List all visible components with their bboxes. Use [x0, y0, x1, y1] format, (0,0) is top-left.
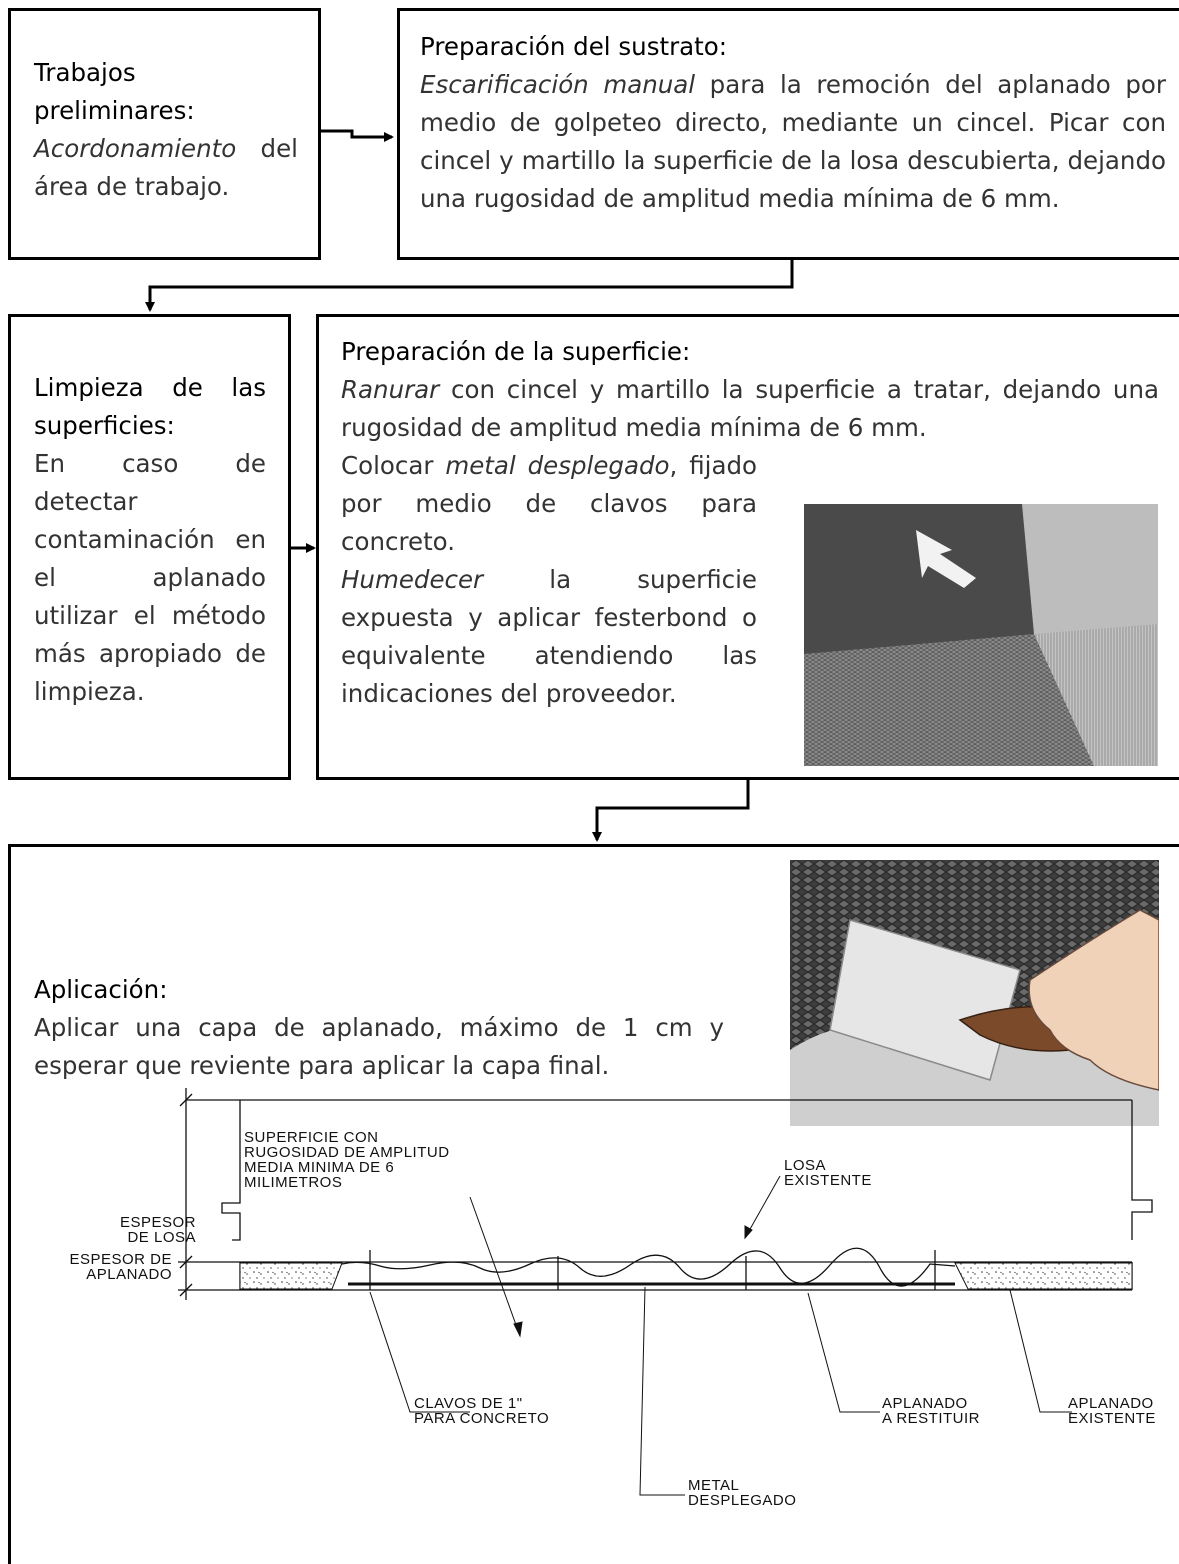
label-clavos-l1: CLAVOS DE 1" [414, 1395, 523, 1412]
arrow-box2-to-box3 [145, 258, 794, 312]
box4-title-line: Preparación de la superficie: [341, 333, 690, 371]
label-espesor-losa-l2: DE LOSA [127, 1229, 196, 1246]
label-losa-l2: EXISTENTE [784, 1172, 872, 1189]
box4-p3-rest: la superficie expuesta y aplicar festerb… [341, 565, 757, 708]
box-limpieza-superficies [8, 314, 291, 780]
box4-p2-rest: , fijado por medio de clavos para concre… [341, 451, 757, 556]
label-aplanado-existente: APLANADO EXISTENTE [1068, 1396, 1156, 1426]
box5-body-text: Aplicar una capa de aplanado, máximo de … [34, 1013, 724, 1080]
box2-title: Preparación del sustrato: [420, 32, 728, 61]
box4-title: Preparación de la superficie: [341, 337, 691, 366]
label-superficie-l4: MILIMETROS [244, 1174, 343, 1191]
box4-p2-item: metal desplegado [445, 451, 670, 480]
label-restituir-l1: APLANADO [882, 1395, 968, 1412]
hand [1028, 909, 1159, 1091]
metal-desplegado-photo [804, 504, 1158, 766]
box4-p3-item: Humedecer [341, 565, 484, 594]
label-superficie-l3: MEDIA MINIMA DE 6 [244, 1159, 395, 1176]
box5-title: Aplicación: [34, 975, 168, 1004]
label-losa-l1: LOSA [784, 1157, 827, 1174]
label-superficie-l2: RUGOSIDAD DE AMPLITUD [244, 1144, 450, 1161]
label-superficie-l1: SUPERFICIE CON [244, 1129, 379, 1146]
box4-p1: Ranurar con cincel y martillo la superfi… [341, 371, 1159, 447]
box3-title: Limpieza de las superficies: [34, 373, 266, 440]
label-superficie: SUPERFICIE CON RUGOSIDAD DE AMPLITUD MED… [244, 1130, 450, 1190]
label-aplanado-restituir: APLANADO A RESTITUIR [882, 1396, 980, 1426]
box4-p2-pre: Colocar [341, 451, 446, 480]
box3-text: Limpieza de las superficies: En caso de … [34, 369, 266, 711]
box5-body: Aplicar una capa de aplanado, máximo de … [34, 1009, 724, 1085]
label-espesor-aplanado-l2: APLANADO [86, 1266, 172, 1283]
trowel-blade [829, 919, 1021, 1081]
box1-rest: del área de trabajo. [34, 134, 298, 201]
label-espesor-losa: ESPESOR DE LOSA [100, 1215, 196, 1245]
box2-text: Preparación del sustrato: Escarificación… [420, 28, 1166, 218]
label-restituir-l2: A RESTITUIR [882, 1410, 981, 1427]
label-metal-l2: DESPLEGADO [688, 1492, 797, 1509]
box4-p1-rest: con cincel y martillo la superficie a tr… [341, 375, 1159, 442]
arrow-box4-to-box5 [592, 778, 750, 842]
aplicacion-photo [790, 860, 1159, 1126]
arrow-box1-to-box2 [320, 129, 394, 142]
label-losa-existente: LOSA EXISTENTE [784, 1158, 872, 1188]
label-metal-l1: METAL [688, 1477, 740, 1494]
label-clavos: CLAVOS DE 1" PARA CONCRETO [414, 1396, 549, 1426]
box2-item: Escarificación manual [420, 70, 696, 99]
arrow-shape [916, 530, 976, 588]
box-preparacion-sustrato [397, 8, 1179, 260]
box5-title-line: Aplicación: [34, 971, 167, 1009]
label-existente-l2: EXISTENTE [1068, 1410, 1156, 1427]
box2-rest: para la remoción del aplanado por medio … [420, 70, 1166, 213]
label-existente-l1: APLANADO [1068, 1395, 1154, 1412]
label-espesor-aplanado: ESPESOR DE APLANADO [22, 1252, 172, 1282]
box4-p1-item: Ranurar [341, 375, 440, 404]
label-clavos-l2: PARA CONCRETO [414, 1410, 550, 1427]
box4-p2-p3: Colocar metal desplegado, fijado por med… [341, 447, 757, 713]
label-espesor-losa-l1: ESPESOR [119, 1214, 196, 1231]
box3-body: En caso de detectar contaminación en el … [34, 449, 266, 706]
box1-item: Acordonamiento [34, 134, 237, 163]
label-espesor-aplanado-l1: ESPESOR DE [69, 1251, 172, 1268]
box1-text: Trabajos preliminares: Acordonamiento de… [34, 54, 298, 206]
box-trabajos-preliminares [8, 8, 321, 260]
label-metal-desplegado: METAL DESPLEGADO [688, 1478, 796, 1508]
box1-title: Trabajos preliminares: [34, 58, 195, 125]
